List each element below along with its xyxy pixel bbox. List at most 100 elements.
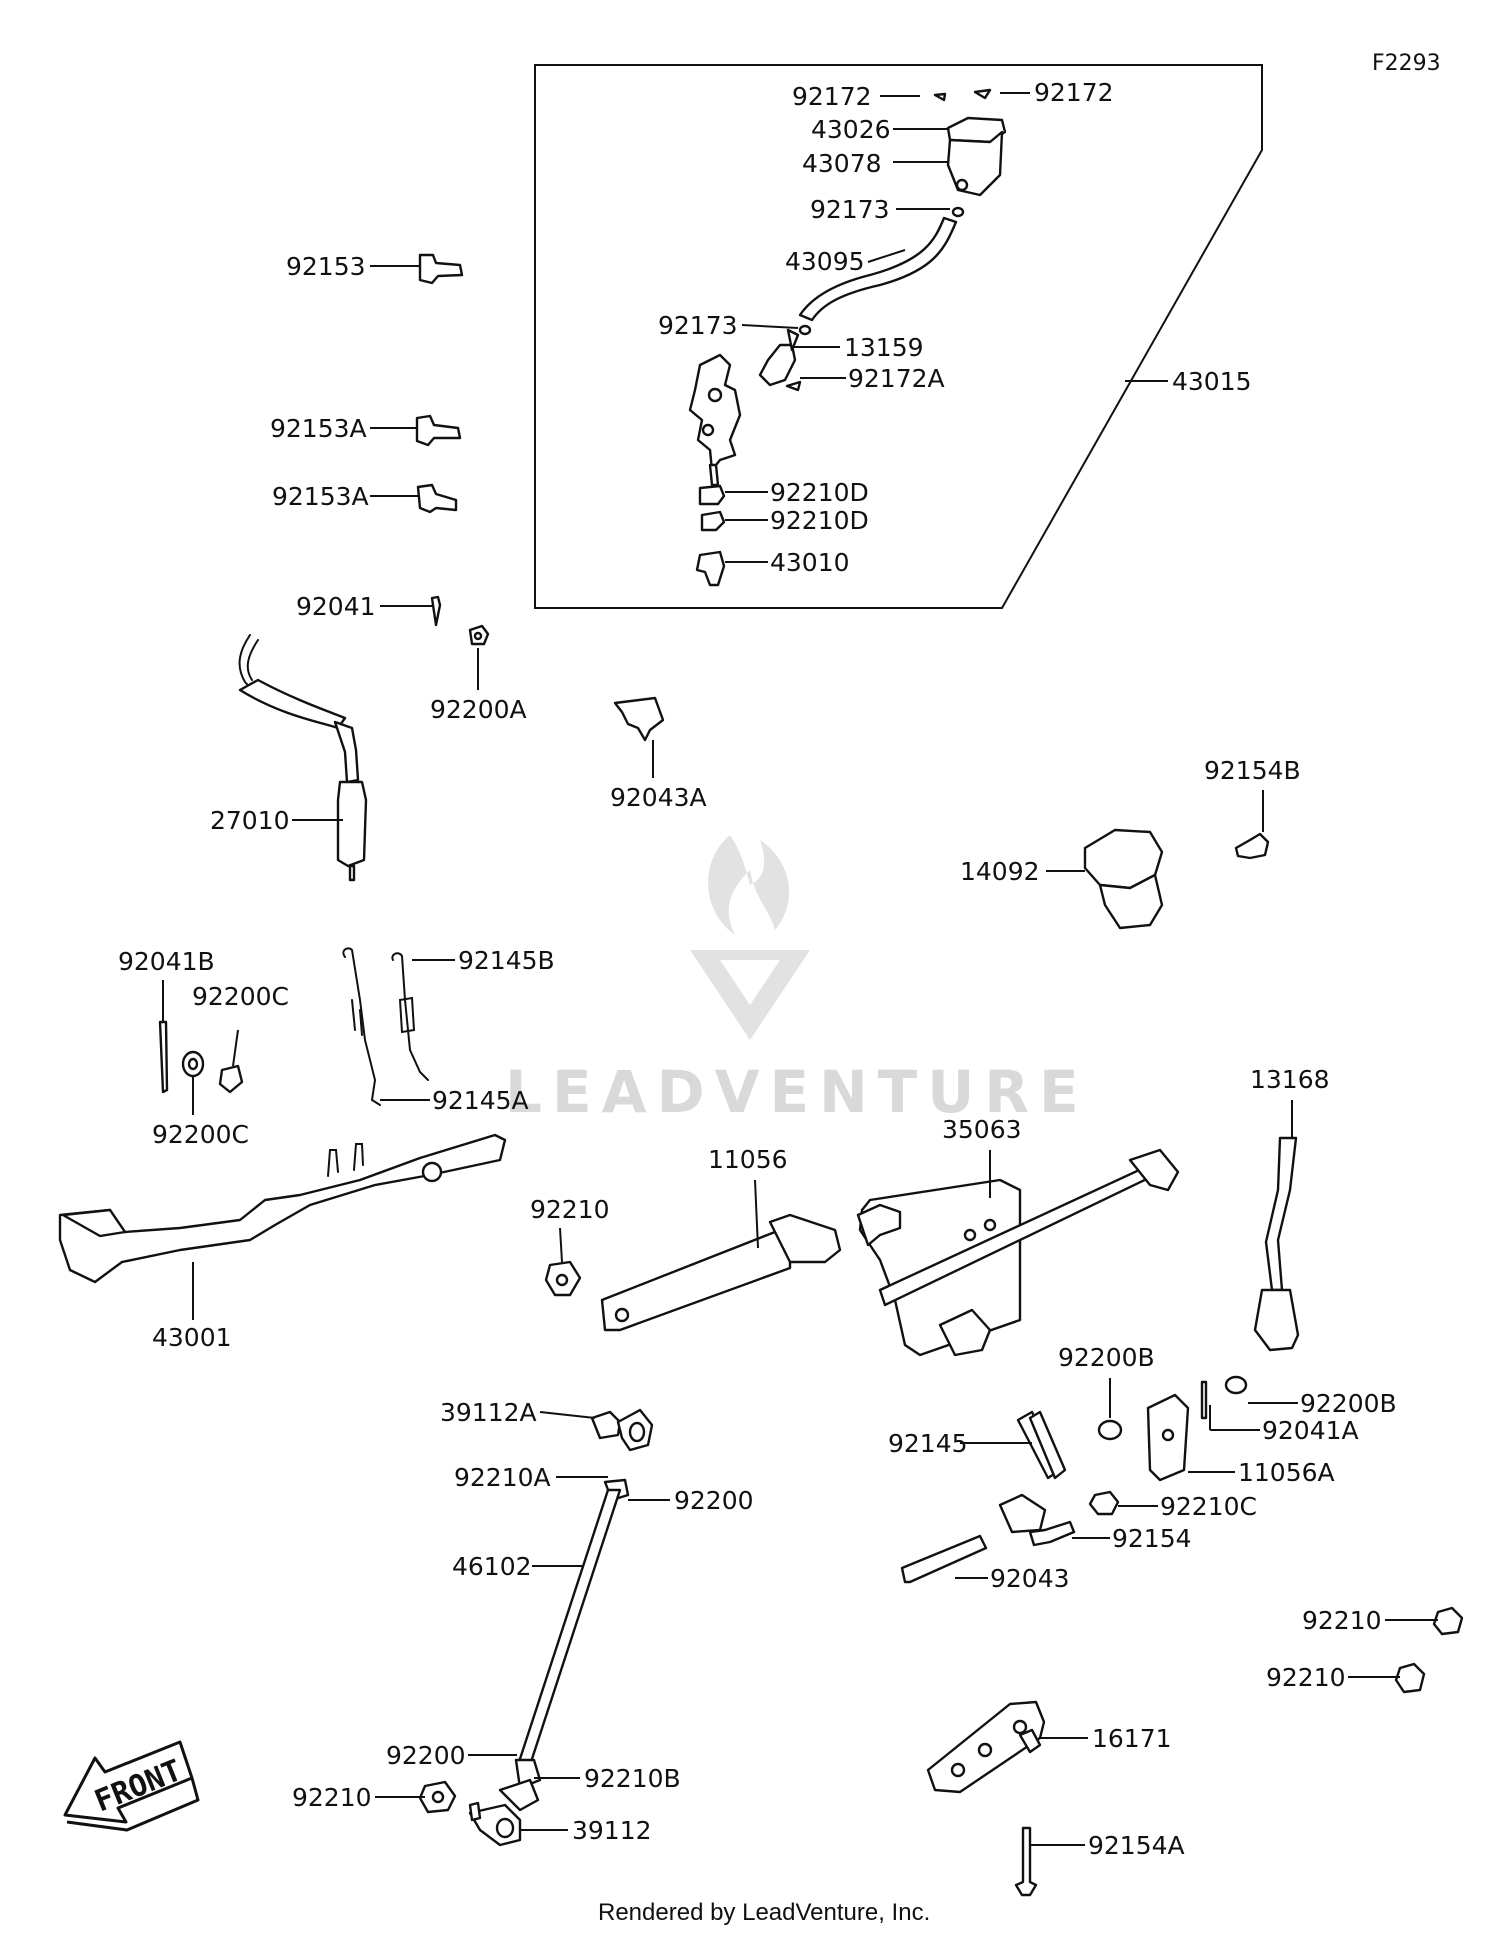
label-92210-mid: 92210 <box>530 1195 610 1224</box>
part-92043 <box>900 1534 988 1584</box>
label-92172-right: 92172 <box>1034 78 1114 107</box>
part-92173-lower <box>798 324 812 336</box>
part-92041A <box>1200 1380 1208 1420</box>
label-39112: 39112 <box>572 1816 652 1845</box>
part-92153A-lower <box>416 483 458 514</box>
label-43095: 43095 <box>785 247 865 276</box>
label-14092: 14092 <box>960 857 1040 886</box>
part-92210C <box>1088 1490 1120 1516</box>
part-92145B-spring <box>391 952 429 1081</box>
label-92043A: 92043A <box>610 783 707 812</box>
label-92153A-lower: 92153A <box>272 482 369 511</box>
part-92210-right-b <box>1394 1662 1426 1694</box>
label-16171: 16171 <box>1092 1724 1172 1753</box>
label-92173-upper: 92173 <box>810 195 890 224</box>
diagram-code: F2293 <box>1372 51 1441 76</box>
label-92210D-lower: 92210D <box>770 506 869 535</box>
label-92172-left: 92172 <box>792 82 872 111</box>
parts-artwork <box>58 88 1464 1897</box>
part-92200B-b <box>1097 1419 1123 1441</box>
part-92153A-upper <box>415 414 462 447</box>
part-92172-left <box>933 92 947 102</box>
footer-credit: Rendered by LeadVenture, Inc. <box>598 1899 930 1926</box>
label-92200-upper: 92200 <box>674 1486 754 1515</box>
part-92154B <box>1234 832 1270 860</box>
label-92200B-right: 92200B <box>1300 1389 1397 1418</box>
callout-labels: 92172 92172 43026 43078 92173 43095 9217… <box>118 78 1397 1860</box>
part-11056-lever <box>600 1228 792 1332</box>
label-27010: 27010 <box>210 806 290 835</box>
part-46102-rod <box>516 1488 622 1767</box>
part-92210-right-a <box>1432 1606 1464 1636</box>
label-43015: 43015 <box>1172 367 1252 396</box>
label-92200-lower: 92200 <box>386 1741 466 1770</box>
label-92210C: 92210C <box>1160 1492 1257 1521</box>
watermark: LEADVENTURE <box>505 835 1089 1126</box>
part-92153 <box>418 253 464 285</box>
part-92200C-b <box>218 1064 244 1094</box>
label-92173-lower: 92173 <box>658 311 738 340</box>
part-92172A <box>785 380 802 392</box>
label-92210D-upper: 92210D <box>770 478 869 507</box>
label-13168: 13168 <box>1250 1065 1330 1094</box>
label-11056A: 11056A <box>1238 1458 1335 1487</box>
label-92210A: 92210A <box>454 1463 551 1492</box>
label-92041: 92041 <box>296 592 376 621</box>
part-92043A <box>613 696 665 742</box>
front-arrow: FRONT <box>63 1740 200 1832</box>
part-13159 <box>758 343 797 387</box>
part-13168-rod <box>1264 1136 1298 1292</box>
part-92210B <box>498 1778 540 1812</box>
part-43095-hose <box>798 216 958 322</box>
part-master-cylinder <box>688 353 742 472</box>
part-39112A <box>590 1410 622 1440</box>
label-92200A: 92200A <box>430 695 527 724</box>
label-43026: 43026 <box>811 115 891 144</box>
part-92173-upper <box>951 206 965 218</box>
label-43078: 43078 <box>802 149 882 178</box>
label-92145B: 92145B <box>458 946 555 975</box>
label-43001: 43001 <box>152 1323 232 1352</box>
part-92200B-a <box>1224 1375 1248 1395</box>
part-43001-pedal <box>58 1133 507 1284</box>
leader-lines <box>162 92 1438 1846</box>
label-46102: 46102 <box>452 1552 532 1581</box>
part-92145A-spring <box>342 947 381 1106</box>
part-92210D-upper <box>698 484 726 506</box>
watermark-text: LEADVENTURE <box>505 1058 1089 1126</box>
part-92172-right <box>973 88 992 100</box>
label-92210-bottom-left: 92210 <box>292 1783 372 1812</box>
label-43010: 43010 <box>770 548 850 577</box>
label-92200B-upper: 92200B <box>1058 1343 1155 1372</box>
label-92153: 92153 <box>286 252 366 281</box>
part-43010 <box>695 550 726 587</box>
label-92041A: 92041A <box>1262 1416 1359 1445</box>
part-92041B <box>158 1020 169 1094</box>
label-92153A-upper: 92153A <box>270 414 367 443</box>
label-92210-right-b: 92210 <box>1266 1663 1346 1692</box>
part-92154 <box>1028 1520 1076 1547</box>
label-92200C-upper: 92200C <box>192 982 289 1011</box>
label-92145A: 92145A <box>432 1086 529 1115</box>
part-92210D-lower <box>700 510 726 532</box>
label-92145: 92145 <box>888 1429 968 1458</box>
label-92154A: 92154A <box>1088 1831 1185 1860</box>
label-39112A: 39112A <box>440 1398 537 1427</box>
label-92172A: 92172A <box>848 364 945 393</box>
part-92041 <box>430 595 442 627</box>
label-92154: 92154 <box>1112 1524 1192 1553</box>
kit-43015-outline <box>534 64 1263 609</box>
part-92200-lower <box>514 1758 542 1790</box>
label-92200C-lower: 92200C <box>152 1120 249 1149</box>
label-92210B: 92210B <box>584 1764 681 1793</box>
label-92041B: 92041B <box>118 947 215 976</box>
label-11056: 11056 <box>708 1145 788 1174</box>
label-92154B: 92154B <box>1204 756 1301 785</box>
label-92210-right-a: 92210 <box>1302 1606 1382 1635</box>
part-92154A <box>1014 1826 1038 1897</box>
part-27010-body <box>336 780 368 868</box>
label-35063: 35063 <box>942 1115 1022 1144</box>
label-92043: 92043 <box>990 1564 1070 1593</box>
label-13159: 13159 <box>844 333 924 362</box>
